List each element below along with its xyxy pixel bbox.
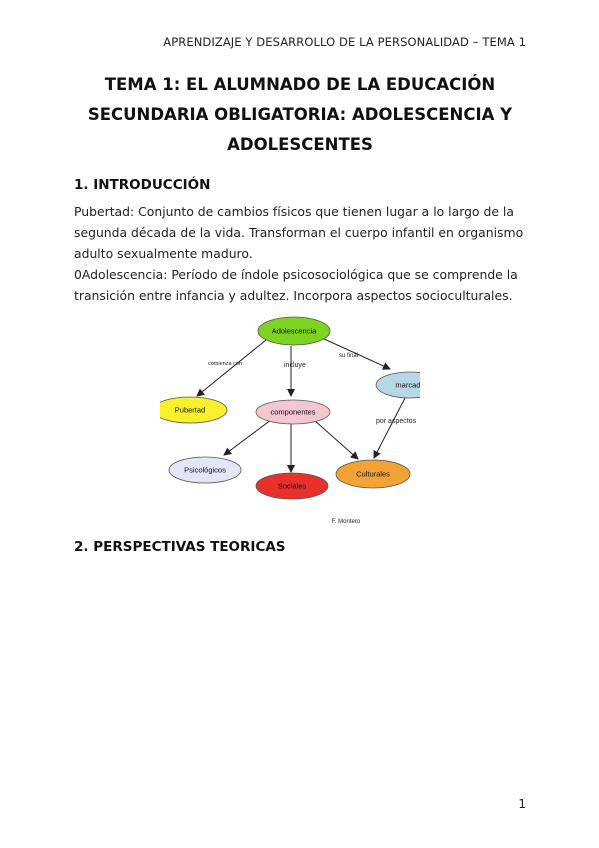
document-title: TEMA 1: EL ALUMNADO DE LA EDUCACIÓN SECU… <box>60 70 540 160</box>
title-line-3: ADOLESCENTES <box>227 135 373 154</box>
body-text: Pubertad: Conjunto de cambios físicos qu… <box>74 201 526 306</box>
edge-label-su-final: su final <box>339 353 358 359</box>
node-marcado: marcado <box>375 371 420 399</box>
section-heading-introduccion: 1. INTRODUCCIÓN <box>74 177 211 193</box>
node-culturales: Culturales <box>335 459 411 489</box>
node-culturales-label: Culturales <box>356 470 390 479</box>
diagram-credit: F. Montero <box>332 519 361 525</box>
node-adolescencia: Adolescencia <box>257 316 331 346</box>
concept-map-diagram: comienza con incluye su final por aspect… <box>160 316 420 525</box>
running-header: APRENDIZAJE Y DESARROLLO DE LA PERSONALI… <box>163 35 526 49</box>
node-sociales-label: Sociales <box>278 482 307 491</box>
node-psicologicos-label: Psicológicos <box>184 466 226 475</box>
paragraph-pubertad: Pubertad: Conjunto de cambios físicos qu… <box>74 204 524 261</box>
node-pubertad: Pubertad <box>160 396 228 424</box>
node-pubertad-label: Pubertad <box>175 406 205 415</box>
edge-componentes-psicologicos <box>223 419 272 456</box>
node-sociales: Sociales <box>255 472 329 500</box>
section-heading-perspectivas: 2. PERSPECTIVAS TEORICAS <box>74 539 286 555</box>
node-componentes: componentes <box>255 399 331 425</box>
node-marcado-label: marcado <box>395 381 420 390</box>
title-line-2: SECUNDARIA OBLIGATORIA: ADOLESCENCIA Y <box>87 105 513 124</box>
node-psicologicos: Psicológicos <box>168 456 242 484</box>
edge-label-incluye: incluye <box>284 362 306 369</box>
page-number: 1 <box>518 797 526 811</box>
edge-componentes-culturales <box>313 419 359 460</box>
edge-adolescencia-marcado <box>321 337 391 370</box>
edge-label-comienza: comienza con <box>208 361 242 367</box>
paragraph-adolescencia: 0Adolescencia: Período de índole psicoso… <box>74 267 518 303</box>
title-line-1: TEMA 1: EL ALUMNADO DE LA EDUCACIÓN <box>104 75 496 94</box>
edge-label-por-aspectos: por aspectos <box>376 418 417 425</box>
node-componentes-label: componentes <box>270 408 315 417</box>
node-adolescencia-label: Adolescencia <box>272 327 317 336</box>
edge-marcado-culturales <box>373 397 406 459</box>
edge-adolescencia-pubertad <box>196 339 267 397</box>
